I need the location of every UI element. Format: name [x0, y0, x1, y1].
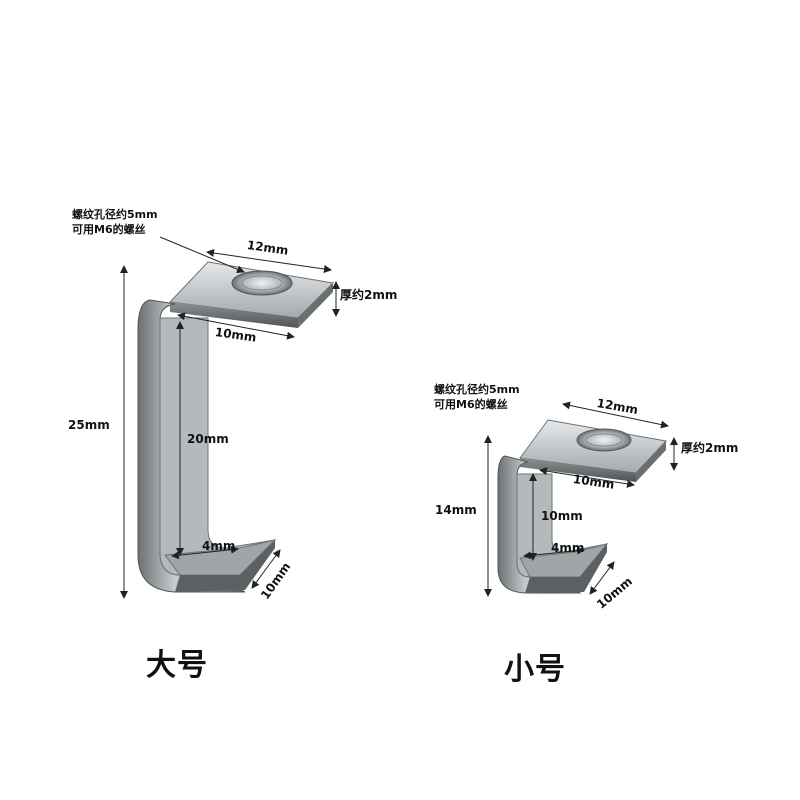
small-bracket [497, 419, 667, 594]
large-dim-total-height: 25mm [68, 418, 110, 432]
large-dim-thickness: 厚约2mm [340, 288, 398, 302]
large-title: 大号 [146, 648, 208, 683]
large-dim-inner-height: 20mm [187, 432, 229, 446]
small-dim-inner-height: 10mm [541, 509, 583, 523]
large-bracket [137, 261, 335, 593]
small-note-line1: 螺纹孔径约5mm [434, 383, 520, 396]
small-title: 小号 [504, 652, 566, 687]
large-dimensions [120, 236, 340, 599]
large-dim-lip: 4mm [202, 539, 236, 553]
small-dim-thickness: 厚约2mm [681, 441, 739, 455]
large-thread-hole [231, 270, 293, 296]
small-thread-hole [576, 428, 632, 452]
large-note-line2: 可用M6的螺丝 [72, 223, 146, 236]
small-note-line2: 可用M6的螺丝 [434, 398, 508, 411]
large-note-line1: 螺纹孔径约5mm [72, 208, 158, 221]
small-note: 螺纹孔径约5mm 可用M6的螺丝 [434, 382, 520, 412]
small-dim-lip: 4mm [551, 541, 585, 555]
small-dimensions [484, 401, 678, 597]
large-note: 螺纹孔径约5mm 可用M6的螺丝 [72, 207, 158, 237]
small-dim-total-height: 14mm [435, 503, 477, 517]
